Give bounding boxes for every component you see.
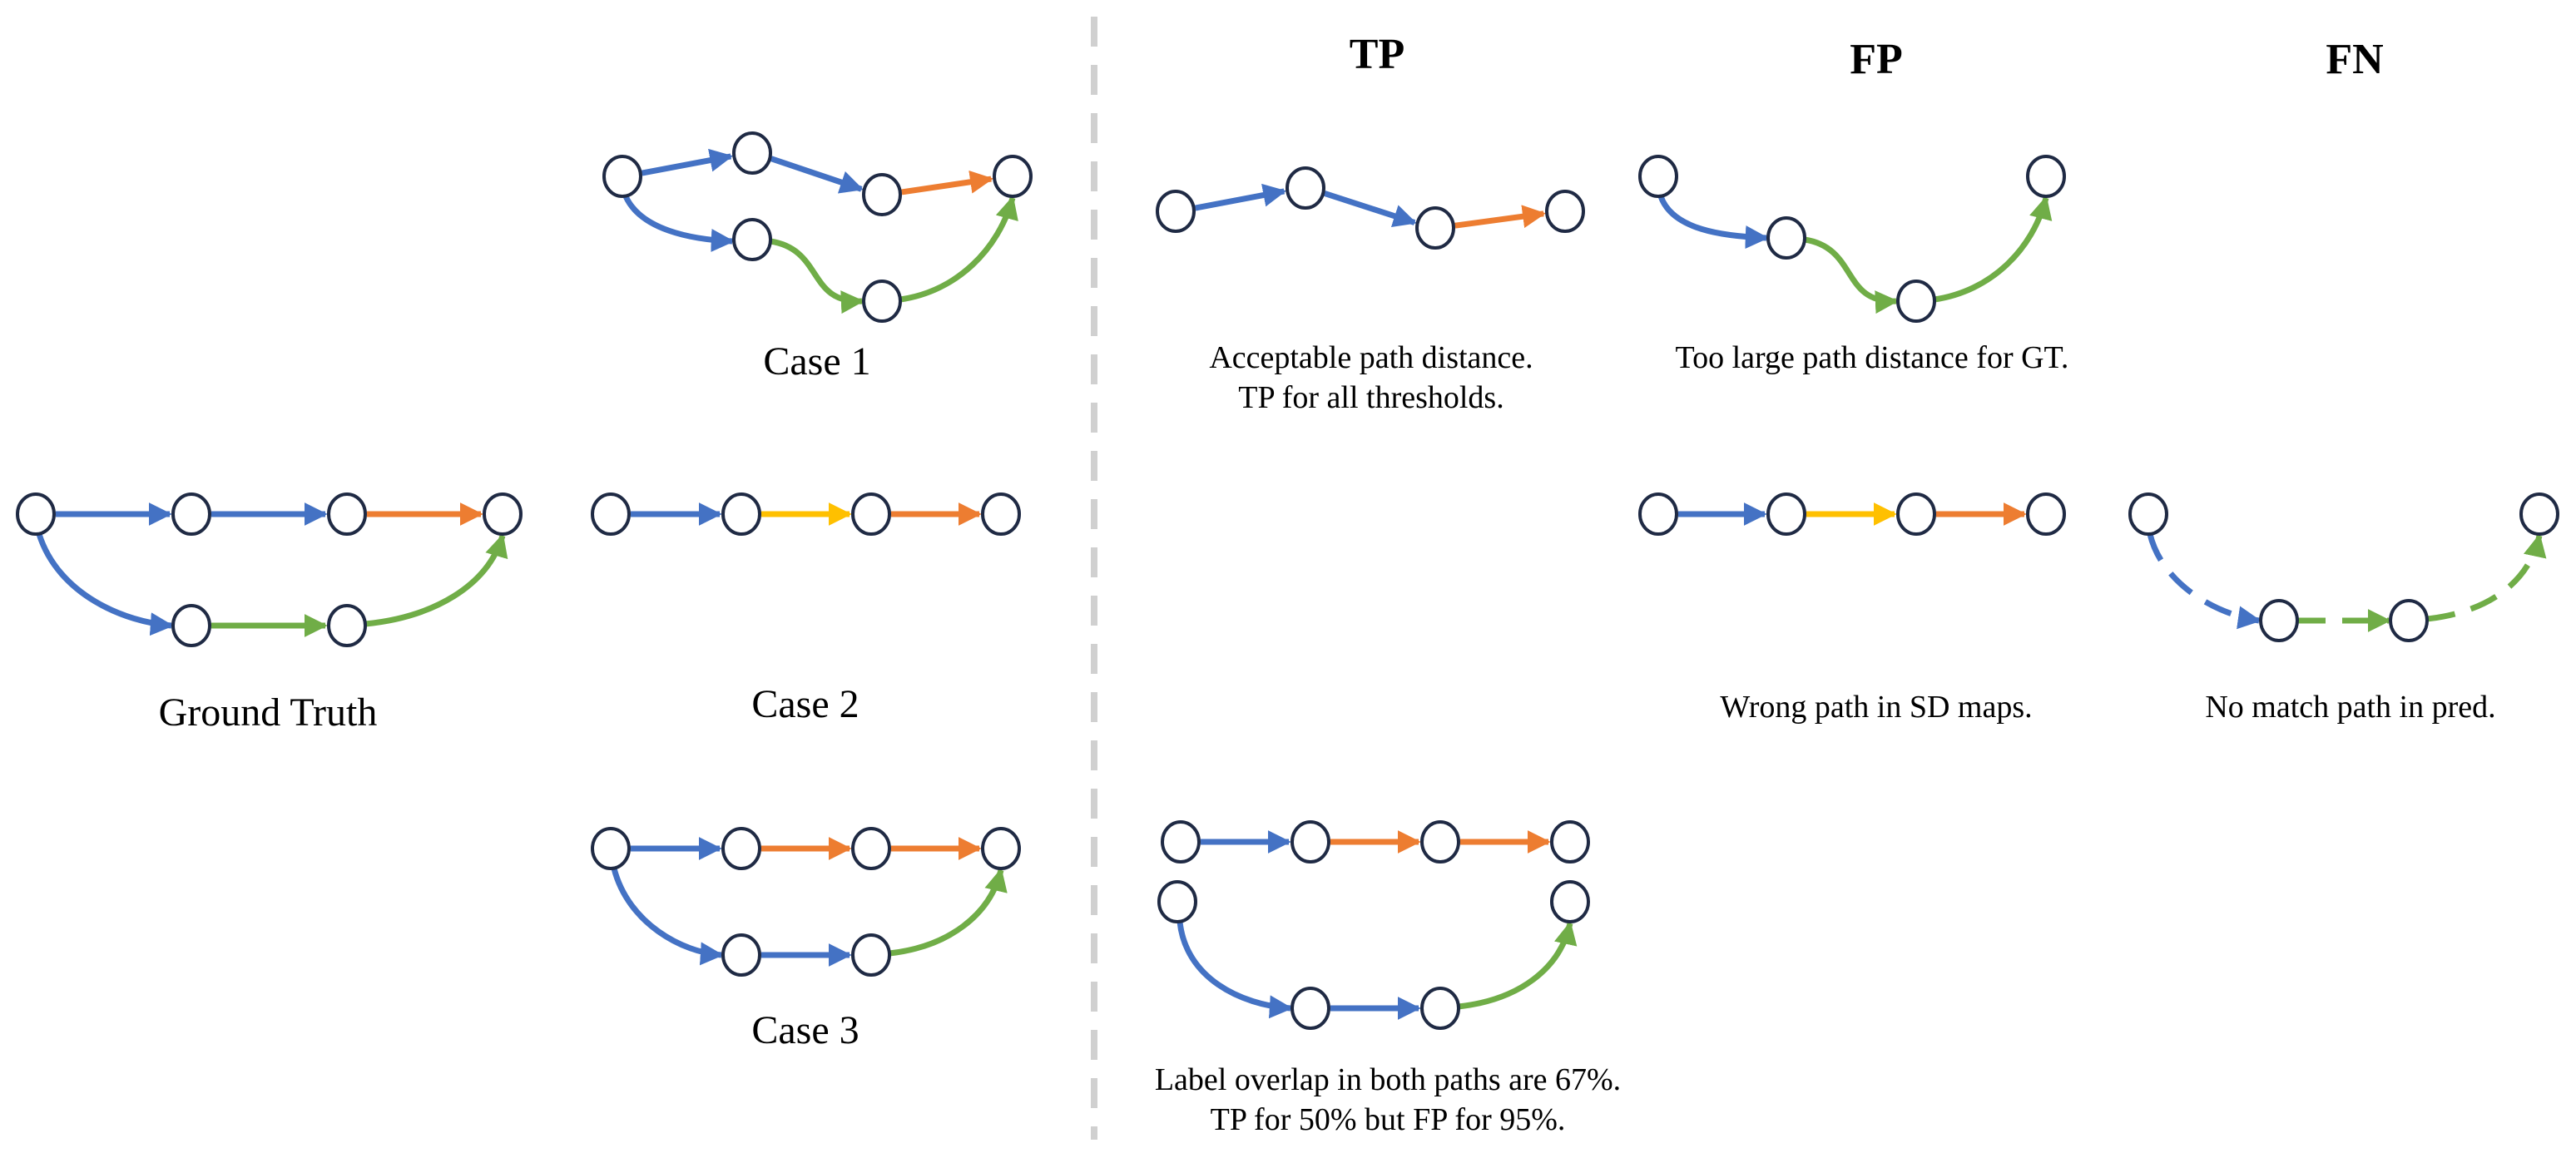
ground-truth-graph [16,492,523,647]
green-edge [899,195,1018,303]
node [1415,206,1455,250]
node [1766,216,1806,260]
note-case3-line2: TP for 50% but FP for 95%. [1211,1102,1566,1137]
note-fn-case2: No match path in pred. [2205,690,2495,725]
node [1161,820,1201,864]
fp-case1-graph [1638,155,2066,323]
node [483,492,523,536]
orange-edge [901,170,994,195]
node [2026,492,2066,536]
node [2389,599,2429,642]
note-tp-case1-line2: TP for all thresholds. [1238,380,1503,415]
header-tp: TP [1350,31,1404,78]
green-edge [2426,533,2547,622]
note-fp-case1: Too large path distance for GT. [1676,340,2069,375]
node [862,280,902,323]
header-fp: FP [1850,36,1903,83]
caption-case3: Case 3 [751,1008,859,1052]
node [981,827,1021,870]
node [1766,492,1806,536]
node [1286,166,1325,210]
blue-edge [611,868,724,966]
green-edge [1934,195,2053,303]
header-fn: FN [2326,36,2383,83]
node [1157,880,1197,923]
node [327,492,367,536]
green-edge [770,238,864,314]
case2-graph [591,492,1021,536]
caption-ground-truth: Ground Truth [159,690,378,735]
note-tp-case1-line1: Acceptable path distance. [1209,340,1533,375]
node [851,933,891,977]
tp-case1-graph [1156,166,1585,250]
node [1290,987,1330,1030]
node [1896,492,1936,536]
node [602,155,642,198]
node [1420,820,1460,864]
node [732,131,772,175]
note-case3-line1: Label overlap in both paths are 67%. [1155,1062,1621,1097]
case1-graph [602,131,1033,323]
blue-edge [2147,533,2261,630]
blue-edge [1657,195,1769,250]
node [171,604,211,647]
blue-edge [622,195,735,252]
node [16,492,56,536]
node [1545,190,1585,233]
blue-edge [1323,191,1417,228]
node [1550,820,1590,864]
blue-edge [1194,183,1287,211]
node [1638,155,1678,198]
node [851,492,891,536]
node [1290,820,1330,864]
note-fp-case2: Wrong path in SD maps. [1720,690,2032,725]
node [1896,280,1936,323]
blue-edge [1177,921,1293,1019]
green-edge [889,868,1008,957]
case3-graph [591,827,1021,977]
node [171,492,211,536]
node [2026,155,2066,198]
tp-case3-graph [1157,820,1590,1030]
node [591,827,631,870]
node [1550,880,1590,923]
node [2259,599,2299,642]
green-edge [364,533,508,627]
node [1638,492,1678,536]
caption-case1: Case 1 [763,339,870,384]
caption-case2: Case 2 [751,682,859,726]
blue-edge [641,148,734,176]
node [2128,492,2168,536]
node [591,492,631,536]
fn-case2-graph [2128,492,2559,642]
node [721,933,761,977]
node [732,218,772,261]
node [721,827,761,870]
node [2519,492,2559,536]
blue-edge [36,532,174,636]
green-edge [1804,236,1899,314]
node [1420,987,1460,1030]
node [327,604,367,647]
blue-edge [770,156,864,194]
node [1156,190,1196,233]
node [862,173,902,216]
fp-case2-graph [1638,492,2066,536]
green-edge [1458,921,1578,1010]
orange-edge [1454,205,1546,229]
node [993,155,1033,198]
node [981,492,1021,536]
node [851,827,891,870]
node [721,492,761,536]
